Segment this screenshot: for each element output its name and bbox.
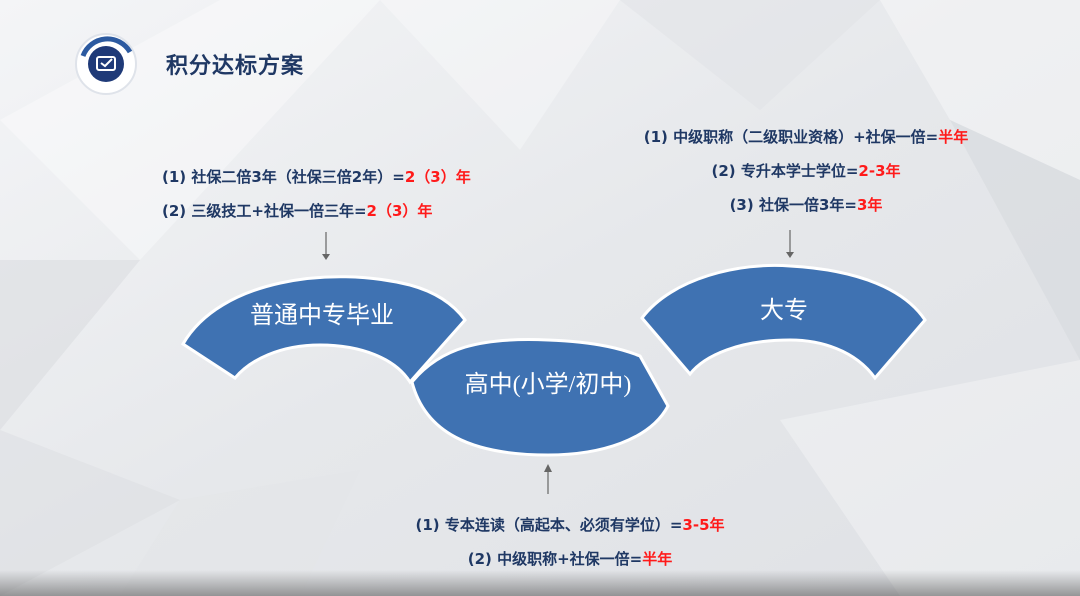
note-line: (1) 中级职称（二级职业资格）+社保一倍=半年 [596, 120, 1016, 154]
note-line: (2) 中级职称+社保一倍=半年 [360, 542, 780, 576]
note-line: (2) 专升本学士学位=2-3年 [596, 154, 1016, 188]
connector-bottom [544, 464, 552, 494]
note-text: (1) 社保二倍3年（社保三倍2年）= [162, 168, 405, 186]
note-highlight: 半年 [642, 550, 673, 568]
education-path-wave [180, 263, 927, 457]
connector-right [786, 230, 794, 258]
notes-left: (1) 社保二倍3年（社保三倍2年）=2（3）年 (2) 三级技工+社保一倍三年… [162, 160, 542, 228]
note-text: (2) 专升本学士学位= [711, 162, 859, 180]
note-text: (2) 三级技工+社保一倍三年= [162, 202, 367, 220]
stage-shape-left [180, 275, 467, 385]
note-text: (3) 社保一倍3年= [729, 196, 857, 214]
note-line: (1) 社保二倍3年（社保三倍2年）=2（3）年 [162, 160, 542, 194]
notes-bottom: (1) 专本连读（高起本、必须有学位）=3-5年 (2) 中级职称+社保一倍=半… [360, 508, 780, 576]
note-highlight: 半年 [938, 128, 969, 146]
note-line: (3) 社保一倍3年=3年 [596, 188, 1016, 222]
note-highlight: 3年 [856, 196, 883, 214]
video-overlay-bar [0, 570, 1080, 596]
note-highlight: 2-3年 [858, 162, 901, 180]
note-line: (2) 三级技工+社保一倍三年=2（3）年 [162, 194, 542, 228]
note-text: (2) 中级职称+社保一倍= [467, 550, 643, 568]
notes-right: (1) 中级职称（二级职业资格）+社保一倍=半年 (2) 专升本学士学位=2-3… [596, 120, 1016, 222]
note-highlight: 3-5年 [682, 516, 725, 534]
note-highlight: 2（3）年 [366, 202, 433, 220]
stage-label-right: 大专 [760, 297, 808, 324]
note-line: (1) 专本连读（高起本、必须有学位）=3-5年 [360, 508, 780, 542]
stage-shape-right [640, 263, 927, 381]
slide-title: 积分达标方案 [166, 54, 305, 79]
stage-shape-middle [410, 338, 670, 457]
note-text: (1) 中级职称（二级职业资格）+社保一倍= [643, 128, 939, 146]
stage-label-middle: 高中(小学/初中) [465, 371, 632, 398]
stage-label-left: 普通中专毕业 [250, 302, 394, 329]
note-highlight: 2（3）年 [404, 168, 471, 186]
note-text: (1) 专本连读（高起本、必须有学位）= [415, 516, 683, 534]
title-badge-icon [75, 33, 137, 95]
connector-left [322, 232, 330, 260]
